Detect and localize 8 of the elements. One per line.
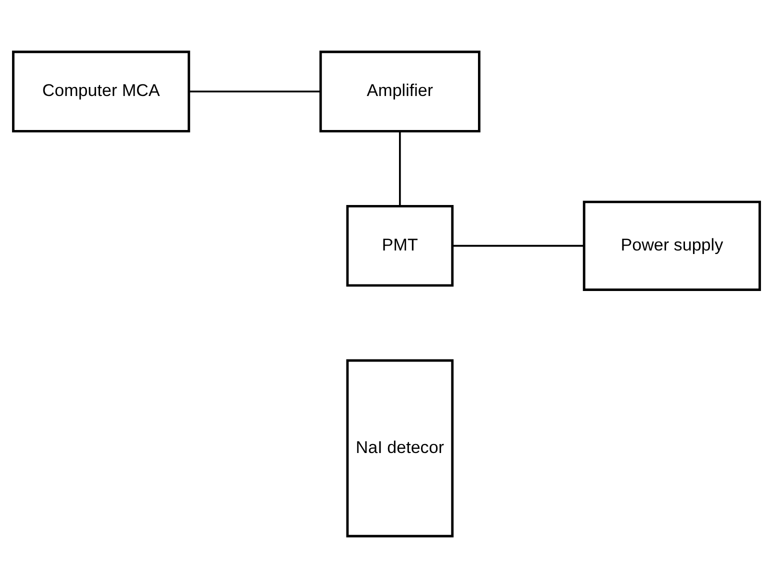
connector (399, 130, 401, 206)
node-box: Power supply (582, 200, 761, 290)
node-box: Amplifier (319, 50, 480, 132)
node-box: NaI detecor (346, 358, 454, 537)
node-box: Computer MCA (12, 50, 190, 132)
connector (452, 244, 584, 246)
connector (189, 90, 320, 92)
node-box: PMT (346, 204, 454, 286)
